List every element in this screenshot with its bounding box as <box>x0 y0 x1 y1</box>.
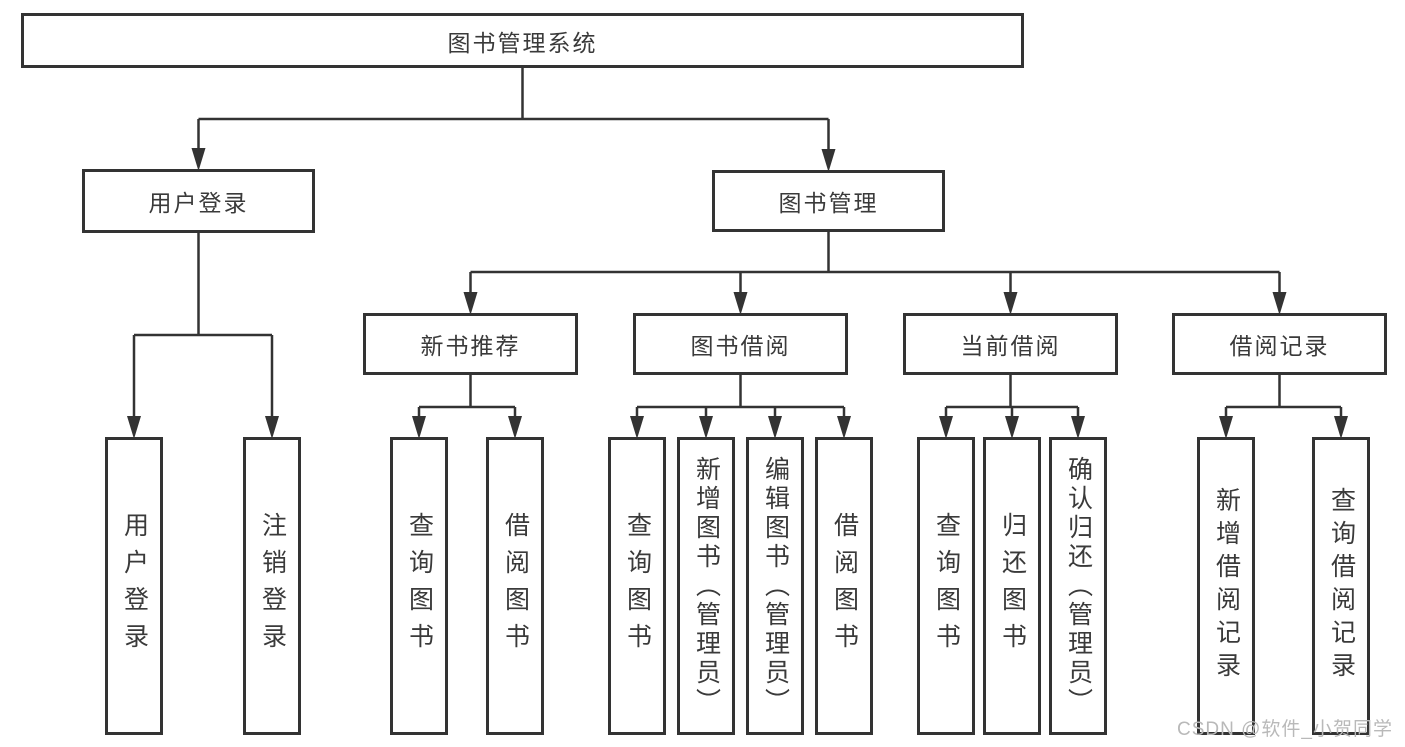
watermark-text: CSDN @软件_小贺同学 <box>1177 719 1393 740</box>
node-label: 当前借阅 <box>960 333 1061 359</box>
node-label: 查询图书 <box>405 512 434 660</box>
node-label: 图书管理 <box>778 190 879 216</box>
node-bb-borrow: 借阅图书 <box>815 437 873 735</box>
node-label: 图书借阅 <box>690 333 791 359</box>
node-br-query: 查询借阅记录 <box>1312 437 1370 735</box>
node-nbr-borrow: 借阅图书 <box>486 437 544 735</box>
node-label: 新增借阅记录 <box>1212 487 1241 685</box>
node-borrow-record: 借阅记录 <box>1172 313 1387 375</box>
node-book-borrow: 图书借阅 <box>633 313 848 375</box>
node-current-borrow: 当前借阅 <box>903 313 1118 375</box>
node-label: 注销登录 <box>258 512 287 660</box>
node-bb-edit: 编辑图书（管理员） <box>746 437 804 735</box>
node-label: 新书推荐 <box>420 333 521 359</box>
node-cb-confirm: 确认归还（管理员） <box>1049 437 1107 735</box>
node-label: 确认归还（管理员） <box>1064 455 1093 717</box>
node-book-mgmt: 图书管理 <box>712 170 945 232</box>
node-nbr-query: 查询图书 <box>390 437 448 735</box>
node-cb-query: 查询图书 <box>917 437 975 735</box>
node-root: 图书管理系统 <box>21 13 1024 68</box>
node-label: 用户登录 <box>148 190 249 216</box>
node-label: 借阅图书 <box>830 512 859 660</box>
node-label: 归还图书 <box>998 512 1027 660</box>
node-br-add: 新增借阅记录 <box>1197 437 1255 735</box>
node-bb-add: 新增图书（管理员） <box>677 437 735 735</box>
node-user-login: 用户登录 <box>82 169 315 233</box>
node-label: 借阅记录 <box>1229 333 1330 359</box>
node-label: 查询借阅记录 <box>1327 487 1356 685</box>
node-label: 查询图书 <box>623 512 652 660</box>
node-label: 新增图书（管理员） <box>692 455 721 717</box>
node-label: 用户登录 <box>120 512 149 660</box>
node-leaf-logout: 注销登录 <box>243 437 301 735</box>
node-leaf-user-login: 用户登录 <box>105 437 163 735</box>
node-bb-query: 查询图书 <box>608 437 666 735</box>
node-label: 借阅图书 <box>501 512 530 660</box>
node-cb-return: 归还图书 <box>983 437 1041 735</box>
node-label: 图书管理系统 <box>447 29 598 56</box>
node-label: 编辑图书（管理员） <box>761 455 790 717</box>
node-new-book-rec: 新书推荐 <box>363 313 578 375</box>
node-label: 查询图书 <box>932 512 961 660</box>
